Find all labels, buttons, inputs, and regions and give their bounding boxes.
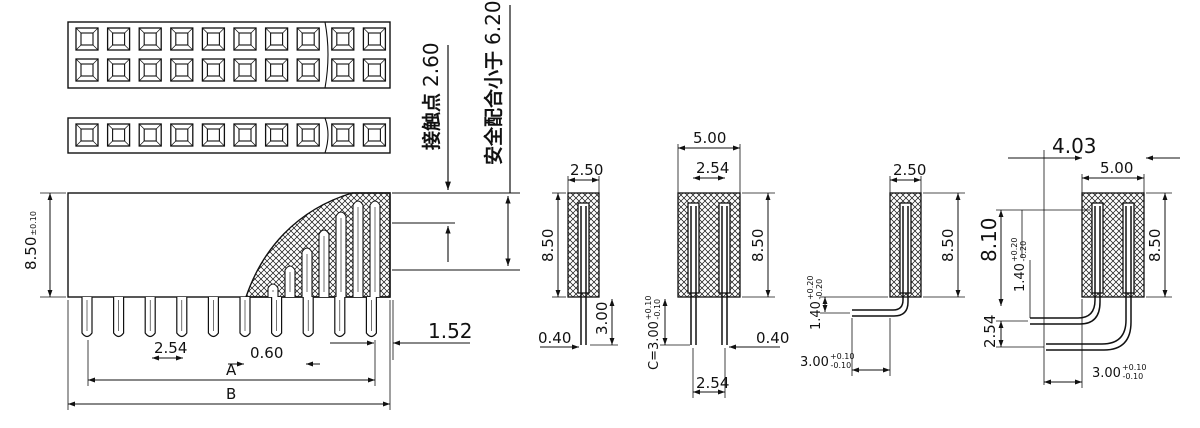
front-pins (81, 297, 377, 338)
front-pin (207, 297, 219, 338)
cutaway-section (245, 192, 391, 298)
section-2-height: 8.50 (749, 229, 767, 262)
dim-a-label: A (226, 361, 237, 379)
pitch-label: 2.54 (154, 339, 187, 357)
top-view-cell (233, 27, 257, 51)
cutaway-contacts (267, 200, 381, 297)
front-pin (176, 297, 188, 338)
top-view-cell (264, 27, 289, 51)
top-view-cell (362, 27, 387, 51)
section-1-width: 2.50 (570, 161, 603, 179)
top-view-cell (201, 27, 226, 51)
top-view-cell (296, 27, 320, 51)
front-pin (144, 297, 156, 338)
top-view-cell (75, 58, 99, 82)
section-3-height: 8.50 (939, 229, 957, 262)
section-4-width: 5.00 (1100, 159, 1133, 177)
front-pin (81, 297, 93, 338)
top-view-cell (75, 27, 99, 51)
top-view-cell (264, 58, 289, 82)
section-1-tail: 3.00 (593, 302, 611, 335)
section-3-bend: 1.40+0.20-0.20 (806, 276, 824, 330)
cutaway-contact (369, 200, 381, 297)
section-2-pin: 0.40 (756, 329, 789, 347)
section-2-dual-row-straight (660, 144, 780, 398)
top-view-cell (296, 123, 320, 147)
top-view-cell (296, 58, 320, 82)
section-4-height-right: 8.50 (1146, 229, 1164, 262)
top-view-cell (362, 58, 387, 82)
safe-mating-callout: 安全配合小于6.20 (481, 0, 505, 165)
cutaway-contact (352, 200, 364, 297)
section-2-pitch: 2.54 (696, 159, 729, 177)
top-view-cell (138, 123, 162, 147)
cutaway-contact (267, 283, 279, 297)
top-view-cell (331, 123, 355, 147)
cutaway-contact (335, 211, 347, 297)
top-view-cell (331, 58, 355, 82)
top-view-cell (331, 27, 355, 51)
top-view-cell (138, 58, 162, 82)
top-view-cell (138, 27, 162, 51)
top-view-cell (233, 58, 257, 82)
front-pin (334, 297, 346, 338)
section-3-width: 2.50 (893, 161, 926, 179)
cutaway-contact (301, 247, 313, 297)
top-view-cell (233, 123, 257, 147)
section-4-row-pitch: 2.54 (981, 315, 999, 348)
top-view-cell (170, 58, 194, 82)
top-view-cell (106, 27, 131, 51)
top-view-cell (201, 58, 226, 82)
top-view-dual-row (67, 21, 391, 89)
dim-b-label: B (226, 385, 236, 403)
section-1-pin: 0.40 (538, 329, 571, 347)
section-2-row-pitch: 2.54 (696, 374, 729, 392)
section-4-height: 8.10 (977, 217, 1001, 262)
pin-width-label: 0.60 (250, 344, 283, 362)
cutaway-contact (284, 265, 296, 297)
top-view-cell (170, 123, 194, 147)
front-view (40, 5, 520, 410)
section-3-tail: 3.00+0.10-0.10 (800, 352, 854, 370)
top-view-cell (106, 58, 131, 82)
top-views (67, 21, 391, 154)
top-view-cell (75, 123, 99, 147)
section-2-tail: C=3.00+0.10-0.10 (644, 296, 662, 370)
top-view-cell (362, 123, 387, 147)
top-view-single-row (67, 117, 391, 154)
section-4-offset: 4.03 (1052, 134, 1097, 158)
contact-point-callout: 接触点2.60 (419, 42, 443, 150)
section-4-bend: 1.40+0.20-0.20 (1010, 238, 1028, 292)
section-4-dual-row-right-angle (996, 150, 1180, 388)
section-1-height: 8.50 (539, 229, 557, 262)
cutaway-contact (318, 229, 330, 297)
top-view-cell (170, 27, 194, 51)
front-pin (113, 297, 125, 338)
top-view-cell (264, 123, 289, 147)
top-view-cell (201, 123, 226, 147)
front-height-label: 8.50±0.10 (22, 211, 40, 270)
section-2-width: 5.00 (693, 129, 726, 147)
pin-tail-label: 1.52 (428, 319, 473, 343)
section-4-tail: 3.00+0.10-0.10 (1092, 363, 1146, 381)
front-pin (271, 297, 283, 338)
section-3-single-row-right-angle (820, 176, 965, 376)
front-pin (365, 297, 377, 338)
front-pin (239, 297, 251, 338)
section-1-single-row-straight (540, 176, 618, 350)
front-pin (302, 297, 314, 338)
top-view-cell (106, 123, 131, 147)
